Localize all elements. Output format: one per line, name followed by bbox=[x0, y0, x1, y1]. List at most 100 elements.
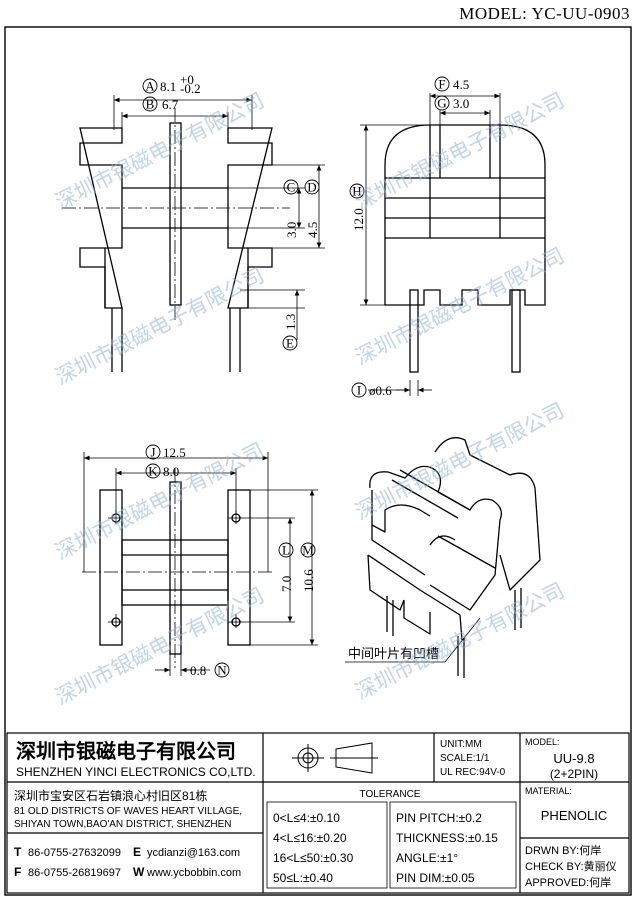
tolerance-left-row: 16<L≤50:±0.30 bbox=[273, 851, 354, 865]
svg-text:F: F bbox=[438, 77, 445, 92]
dim-D: 4.5 bbox=[305, 222, 320, 238]
svg-text:4.5: 4.5 bbox=[453, 77, 469, 92]
svg-text:M: M bbox=[302, 543, 314, 558]
side-view-dims bbox=[360, 93, 501, 396]
address-en-2: SHIYAN TOWN,BAO'AN DISTRICT, SHENZHEN bbox=[14, 819, 232, 830]
address-en-1: 81 OLD DISTRICTS OF WAVES HEART VILLAGE, bbox=[14, 806, 242, 817]
tolerance-right-row: PIN DIM:±0.05 bbox=[396, 871, 475, 885]
model-header: MODEL: YC-UU-0903 bbox=[459, 4, 630, 23]
svg-text:D: D bbox=[307, 180, 316, 195]
svg-text:12.0: 12.0 bbox=[351, 208, 366, 231]
svg-text:H: H bbox=[352, 184, 361, 199]
material-value: PHENOLIC bbox=[541, 808, 607, 823]
web-label: W bbox=[133, 865, 145, 879]
svg-text:1.3: 1.3 bbox=[283, 314, 298, 330]
front-view-centerlines bbox=[62, 108, 290, 320]
svg-text:3.0: 3.0 bbox=[284, 222, 299, 238]
fax-value: 86-0755-26819697 bbox=[28, 867, 121, 879]
dim-G: G 3.0 bbox=[434, 96, 469, 111]
dim-E: 1.3 bbox=[283, 314, 298, 330]
model-sub: (2+2PIN) bbox=[550, 767, 598, 781]
svg-text:12.5: 12.5 bbox=[163, 445, 186, 460]
tel-label: T bbox=[14, 845, 22, 859]
dim-B: B 6.7 bbox=[142, 97, 179, 112]
svg-text:3.0: 3.0 bbox=[453, 96, 469, 111]
svg-text:10.6: 10.6 bbox=[301, 569, 316, 592]
svg-text:深圳市银磁电子有限公司: 深圳市银磁电子有限公司 bbox=[351, 578, 568, 704]
svg-text:4.5: 4.5 bbox=[305, 222, 320, 238]
dim-I: I ø0.6 bbox=[351, 383, 392, 398]
email-label: E bbox=[133, 845, 141, 859]
svg-text:A: A bbox=[145, 79, 155, 94]
email-value: ycdianzi@163.com bbox=[147, 847, 240, 859]
dim-M-letter: M bbox=[300, 543, 316, 558]
svg-text:E: E bbox=[286, 336, 294, 351]
svg-text:K: K bbox=[148, 464, 158, 479]
isometric-view bbox=[367, 437, 541, 678]
web-value: www.ycbobbin.com bbox=[146, 867, 241, 879]
svg-text:I: I bbox=[357, 383, 361, 398]
svg-text:L: L bbox=[282, 543, 290, 558]
dim-L-letter: L bbox=[278, 543, 294, 558]
tolerance-right-row: PIN PITCH:±0.2 bbox=[396, 811, 482, 825]
drawing-border bbox=[4, 26, 632, 896]
address-cn: 深圳市宝安区石岩镇浪心村旧区81栋 bbox=[14, 788, 207, 803]
svg-text:+0: +0 bbox=[180, 72, 194, 87]
company-name-cn: 深圳市银磁电子有限公司 bbox=[16, 739, 236, 763]
dim-E-letter: E bbox=[282, 336, 298, 351]
svg-text:8.0: 8.0 bbox=[163, 464, 179, 479]
svg-text:0.8: 0.8 bbox=[190, 663, 206, 678]
svg-text:N: N bbox=[217, 663, 227, 678]
model-label: MODEL: bbox=[525, 737, 560, 747]
material-label: MATERIAL: bbox=[525, 786, 572, 796]
dim-H: 12.0 bbox=[351, 208, 366, 231]
dim-H-letter: H bbox=[349, 184, 365, 199]
svg-text:J: J bbox=[150, 445, 155, 460]
svg-text:深圳市银磁电子有限公司: 深圳市银磁电子有限公司 bbox=[51, 263, 268, 389]
dim-C: 3.0 bbox=[284, 222, 299, 238]
svg-text:-0.2: -0.2 bbox=[180, 81, 201, 96]
center-blade-groove-note: 中间叶片有凹槽 bbox=[348, 646, 439, 661]
fax-label: F bbox=[14, 865, 21, 879]
approved-by: APPROVED:何岸 bbox=[525, 876, 611, 889]
top-view-dims bbox=[83, 452, 318, 676]
dim-A: A 8.1 +0 -0.2 bbox=[142, 72, 201, 96]
dim-D-letter: D bbox=[304, 180, 320, 195]
tolerance-right-row: THICKNESS:±0.15 bbox=[396, 831, 498, 845]
check-by: CHECK BY:黄丽仪 bbox=[525, 859, 617, 873]
ul-rec-text: UL REC:94V-0 bbox=[440, 767, 506, 778]
model-value: UU-9.8 bbox=[553, 751, 594, 766]
svg-text:C: C bbox=[287, 180, 296, 195]
front-view bbox=[79, 122, 273, 372]
dim-L: 7.0 bbox=[279, 576, 294, 592]
title-block bbox=[6, 732, 630, 894]
dim-N: 0.8 N bbox=[190, 663, 230, 678]
tolerance-left-row: 4<L≤16:±0.20 bbox=[273, 831, 347, 845]
tolerance-left-row: 50≤L:±0.40 bbox=[273, 871, 333, 885]
dim-K: K 8.0 bbox=[145, 464, 179, 479]
front-view-dims bbox=[113, 95, 325, 340]
side-view bbox=[384, 124, 546, 373]
svg-text:G: G bbox=[437, 96, 446, 111]
dim-J: J 12.5 bbox=[145, 445, 186, 460]
dim-M: 10.6 bbox=[301, 569, 316, 592]
scale-text: SCALE:1/1 bbox=[440, 753, 490, 764]
svg-text:8.1: 8.1 bbox=[160, 79, 176, 94]
dim-F: F 4.5 bbox=[434, 77, 469, 92]
tolerance-left-row: 0<L≤4:±0.10 bbox=[273, 811, 340, 825]
drawn-by: DRWN BY:何岸 bbox=[525, 844, 601, 857]
annotation-leader bbox=[345, 617, 481, 663]
tolerance-right-row: ANGLE:±1° bbox=[396, 851, 458, 865]
tel-value: 86-0755-27632099 bbox=[28, 847, 121, 859]
svg-text:ø0.6: ø0.6 bbox=[369, 383, 392, 398]
unit-text: UNIT:MM bbox=[440, 739, 482, 750]
svg-text:深圳市银磁电子有限公司: 深圳市银磁电子有限公司 bbox=[351, 243, 568, 369]
svg-text:B: B bbox=[146, 97, 155, 112]
svg-text:深圳市银磁电子有限公司: 深圳市银磁电子有限公司 bbox=[51, 88, 268, 214]
dim-C-letter: C bbox=[283, 180, 299, 195]
company-name-en: SHENZHEN YINCI ELECTRONICS CO,LTD. bbox=[16, 765, 256, 779]
svg-text:7.0: 7.0 bbox=[279, 576, 294, 592]
tolerance-title: TOLERANCE bbox=[360, 789, 421, 800]
svg-text:6.7: 6.7 bbox=[162, 97, 179, 112]
